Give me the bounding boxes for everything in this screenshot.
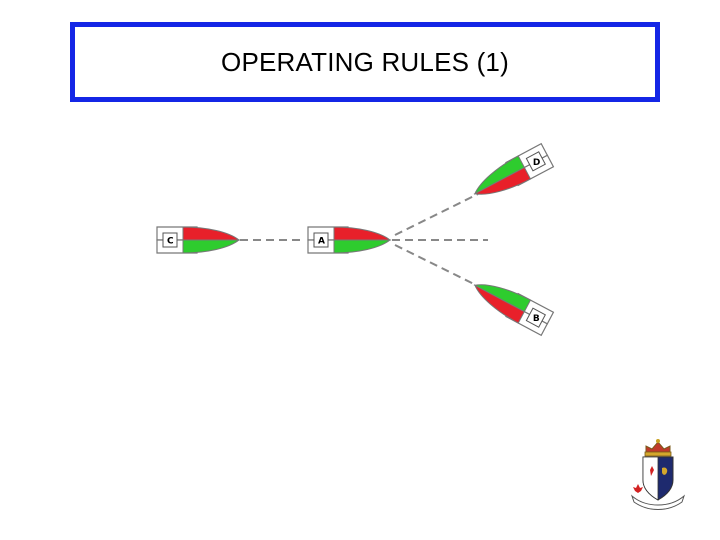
boat-label-d: D bbox=[533, 158, 540, 168]
course-line-a-to-d bbox=[395, 194, 478, 235]
boat-label-a: A bbox=[318, 237, 325, 247]
boat-label-b: B bbox=[533, 314, 540, 324]
boat-label-c: C bbox=[167, 237, 174, 247]
boat-b: B bbox=[469, 274, 554, 335]
boat-d: D bbox=[469, 144, 554, 205]
boat-c: C bbox=[157, 227, 239, 253]
course-line-a-to-b bbox=[395, 245, 478, 286]
crest-emblem-icon bbox=[632, 439, 684, 510]
boat-a: A bbox=[308, 227, 390, 253]
